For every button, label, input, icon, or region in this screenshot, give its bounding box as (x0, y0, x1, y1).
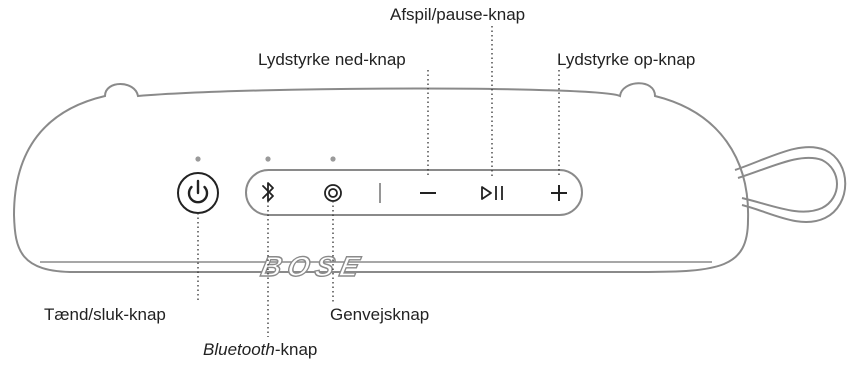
label-volume-up-button: Lydstyrke op-knap (557, 50, 696, 69)
power-indicator-dot (195, 156, 201, 162)
bluetooth-icon[interactable] (262, 182, 274, 202)
shortcut-icon[interactable] (324, 184, 342, 202)
label-bluetooth-button: Bluetooth-knap (203, 341, 317, 358)
strap-loop-inner (737, 156, 838, 213)
play-pause-icon[interactable] (481, 186, 503, 200)
label-volume-down-button: Lydstyrke ned-knap (258, 50, 406, 69)
label-shortcut-button: Genvejsknap (330, 305, 430, 324)
bose-logo: BOSE (258, 250, 368, 282)
plus-icon[interactable] (551, 185, 567, 201)
label-bluetooth-italic: Bluetooth (203, 340, 275, 359)
strap-loop (734, 146, 847, 223)
label-bluetooth-suffix: -knap (274, 340, 318, 359)
speaker-body (12, 82, 750, 273)
shortcut-indicator-dot (330, 156, 336, 162)
power-icon (187, 179, 209, 204)
control-panel (245, 169, 583, 216)
bluetooth-indicator-dot (265, 156, 271, 162)
label-power-button: Tænd/sluk-knap (44, 305, 166, 324)
label-play-pause-button: Afspil/pause-knap (390, 5, 526, 24)
